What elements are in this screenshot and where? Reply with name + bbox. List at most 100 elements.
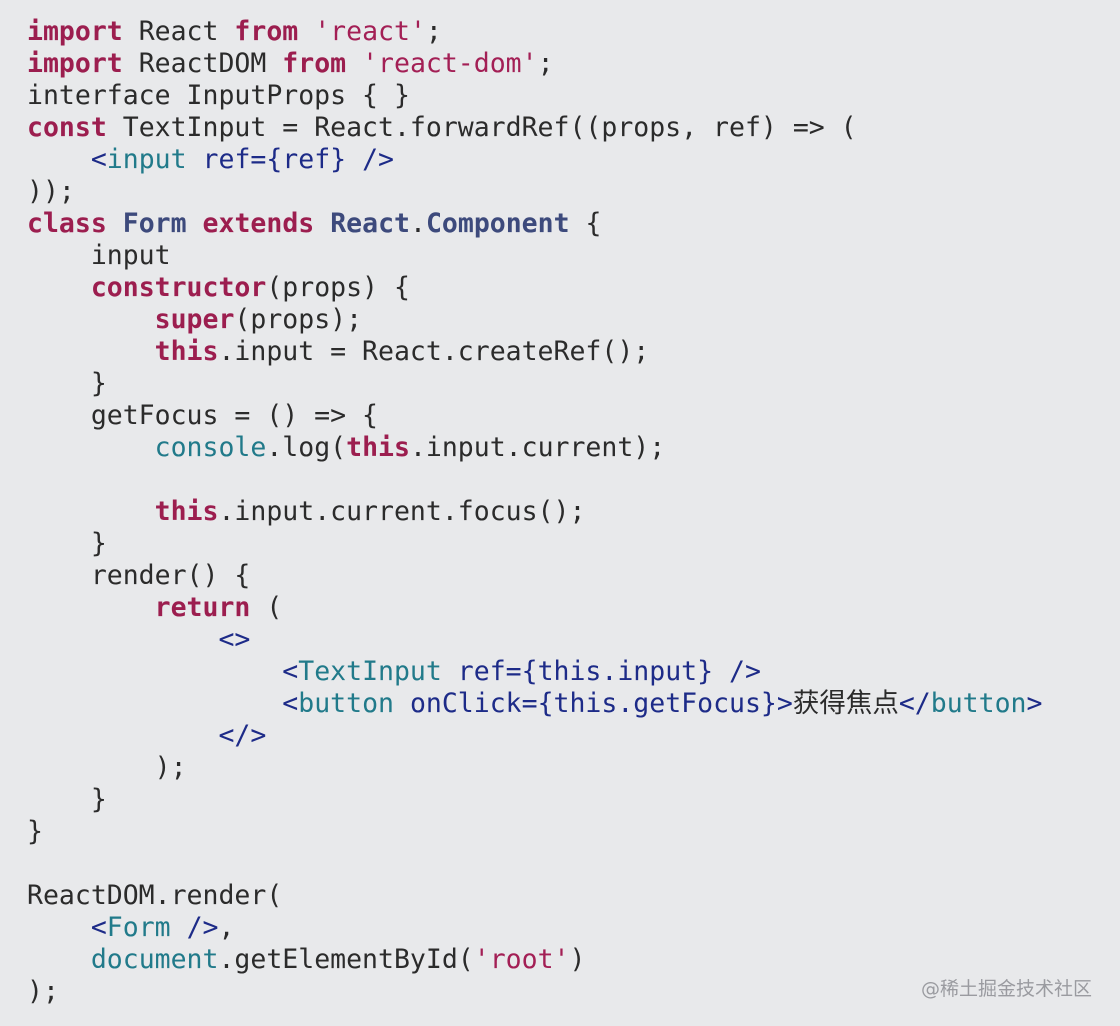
code-line: } <box>27 816 1117 848</box>
code-token: Form <box>106 912 171 943</box>
watermark: @稀土掘金技术社区 <box>920 978 1092 1000</box>
code-token: ); <box>27 752 187 783</box>
code-token <box>27 496 155 527</box>
code-token: /> <box>170 912 219 943</box>
code-token: import <box>27 16 123 47</box>
code-token: Form <box>122 208 187 239</box>
code-token: class <box>27 208 107 239</box>
code-token: getFocus = () => { <box>27 400 378 431</box>
code-token <box>27 144 91 175</box>
code-token: return <box>154 592 251 623</box>
code-token: < <box>282 656 299 687</box>
code-token: (props) { <box>266 272 410 303</box>
code-token: ) <box>569 944 586 975</box>
code-token: super <box>154 304 235 335</box>
code-token: import <box>27 48 123 79</box>
code-line: getFocus = () => { <box>27 400 1117 432</box>
code-token <box>27 912 91 943</box>
code-token: const <box>27 112 107 143</box>
code-token <box>27 592 155 623</box>
code-token: React <box>330 208 410 239</box>
code-token: } <box>27 784 107 815</box>
code-token: < <box>282 688 299 719</box>
code-token: React <box>122 16 235 47</box>
code-token: button <box>930 688 1027 719</box>
code-line: <button onClick={this.getFocus}>获得焦点</bu… <box>27 688 1117 720</box>
code-token: > <box>1026 688 1043 719</box>
code-line: class Form extends React.Component { <box>27 208 1117 240</box>
code-line: this.input = React.createRef(); <box>27 336 1117 368</box>
code-token: , <box>218 912 235 943</box>
code-token: } <box>27 816 43 847</box>
code-token: 'root' <box>473 944 570 975</box>
code-token <box>27 432 155 463</box>
code-token: ( <box>250 592 283 623</box>
code-token: < <box>90 144 107 175</box>
code-token <box>27 944 91 975</box>
code-line: render() { <box>27 560 1117 592</box>
code-line: } <box>27 368 1117 400</box>
code-token: document <box>90 944 219 975</box>
code-line: )); <box>27 176 1117 208</box>
code-line: ​ <box>27 848 1117 880</box>
code-token: Component <box>425 208 570 239</box>
code-token: console <box>154 432 267 463</box>
code-token <box>27 688 282 719</box>
code-token: TextInput = React.forwardRef((props, ref… <box>106 112 857 143</box>
code-line: <TextInput ref={this.input} /> <box>27 656 1117 688</box>
code-token <box>107 208 123 239</box>
code-token: } <box>27 528 107 559</box>
code-token: (props); <box>234 304 363 335</box>
code-line: <input ref={ref} /> <box>27 144 1117 176</box>
code-line: document.getElementById('root') <box>27 944 1117 976</box>
code-token <box>27 624 218 655</box>
code-token: .input.current.focus(); <box>218 496 586 527</box>
code-line: </> <box>27 720 1117 752</box>
code-token: onClick={this.getFocus}> <box>393 688 793 719</box>
code-token: ReactDOM.render( <box>27 880 283 911</box>
code-token: input <box>106 144 187 175</box>
code-token: 'react-dom' <box>362 48 538 79</box>
code-token <box>346 48 362 79</box>
code-line: input <box>27 240 1117 272</box>
code-line: ); <box>27 976 1117 1008</box>
code-line: import ReactDOM from 'react-dom'; <box>27 48 1117 80</box>
code-token: interface InputProps { } <box>27 80 410 111</box>
code-token: this <box>154 336 219 367</box>
code-line: ); <box>27 752 1117 784</box>
code-line: <> <box>27 624 1117 656</box>
code-token: { <box>569 208 602 239</box>
code-token: this <box>154 496 219 527</box>
code-line: ReactDOM.render( <box>27 880 1117 912</box>
code-editor: import React from 'react';import ReactDO… <box>27 16 1117 1008</box>
code-token: ; <box>537 48 554 79</box>
code-token: from <box>282 48 347 79</box>
code-token: TextInput <box>298 656 442 687</box>
code-line: import React from 'react'; <box>27 16 1117 48</box>
code-token: } <box>27 368 107 399</box>
code-token: extends <box>202 208 315 239</box>
code-token <box>27 656 282 687</box>
code-line: return ( <box>27 592 1117 624</box>
code-line: this.input.current.focus(); <box>27 496 1117 528</box>
code-token: 获得焦点 <box>792 688 899 719</box>
code-line: } <box>27 528 1117 560</box>
code-token: <> <box>218 624 251 655</box>
code-token: ref={ref} /> <box>186 144 394 175</box>
code-token <box>27 304 155 335</box>
code-line: <Form />, <box>27 912 1117 944</box>
code-token: . <box>409 208 426 239</box>
code-token <box>27 336 155 367</box>
code-token <box>187 208 203 239</box>
code-token: .input.current); <box>409 432 666 463</box>
code-line: ​ <box>27 464 1117 496</box>
code-token: 'react' <box>314 16 426 47</box>
code-token: this <box>346 432 410 463</box>
code-token: button <box>298 688 394 719</box>
code-line: console.log(this.input.current); <box>27 432 1117 464</box>
code-token <box>314 208 330 239</box>
code-token: .log( <box>266 432 347 463</box>
code-token: .getElementById( <box>218 944 474 975</box>
code-line: const TextInput = React.forwardRef((prop… <box>27 112 1117 144</box>
code-token <box>27 720 218 751</box>
